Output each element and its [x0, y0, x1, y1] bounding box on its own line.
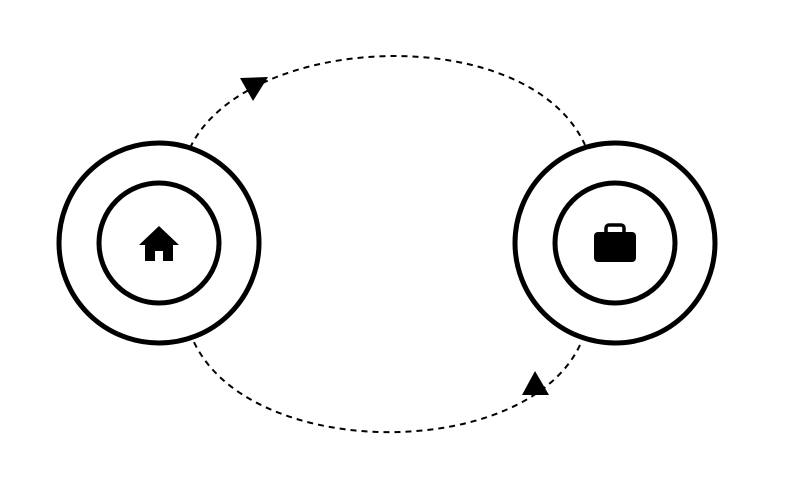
home-icon [139, 226, 179, 261]
node-home [56, 140, 262, 346]
arrowhead-home-to-work [240, 77, 268, 101]
node-work [512, 140, 718, 346]
edge-home-to-work [189, 55, 586, 149]
edge-work-to-home [192, 339, 581, 434]
arrowhead-work-to-home [522, 371, 549, 395]
briefcase-icon [594, 223, 636, 262]
